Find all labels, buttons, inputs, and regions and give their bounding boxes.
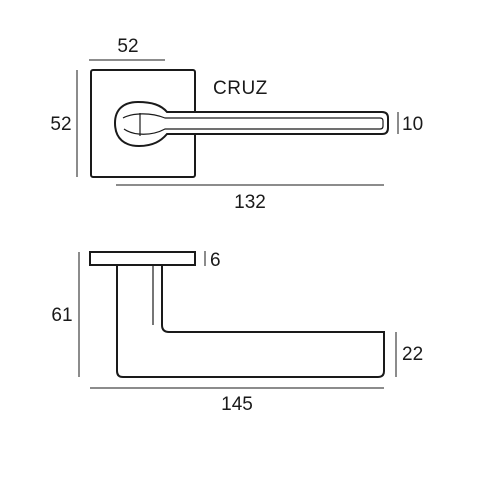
rose-height-dimension: 52 [50,70,78,177]
rose-thickness-dimension: 6 [204,250,221,271]
projection-label: 61 [51,305,72,326]
rose-thickness-label: 6 [210,250,221,271]
total-length-label: 145 [221,394,253,415]
lever-length-label: 132 [234,192,266,213]
rose-height-label: 52 [50,114,71,135]
lever-length-dimension: 132 [116,184,384,213]
lever-thickness-dimension: 10 [397,112,423,135]
lever-chamfer-line [122,113,384,135]
projection-dimension: 61 [51,252,80,377]
side-view: 6 61 22 145 [51,250,423,415]
rose-width-label: 52 [117,36,138,57]
lever-thickness-label: 10 [402,114,423,135]
grip-height-label: 22 [402,344,423,365]
top-view: 52 52 CRUZ 10 132 [50,36,423,213]
total-length-dimension: 145 [90,387,384,415]
model-name: CRUZ [213,78,268,99]
lever-side-view [116,264,385,378]
rose-width-dimension: 52 [89,36,165,61]
lever-top-view [113,100,389,148]
rose-plate-side [89,251,196,266]
grip-height-dimension: 22 [395,332,423,377]
